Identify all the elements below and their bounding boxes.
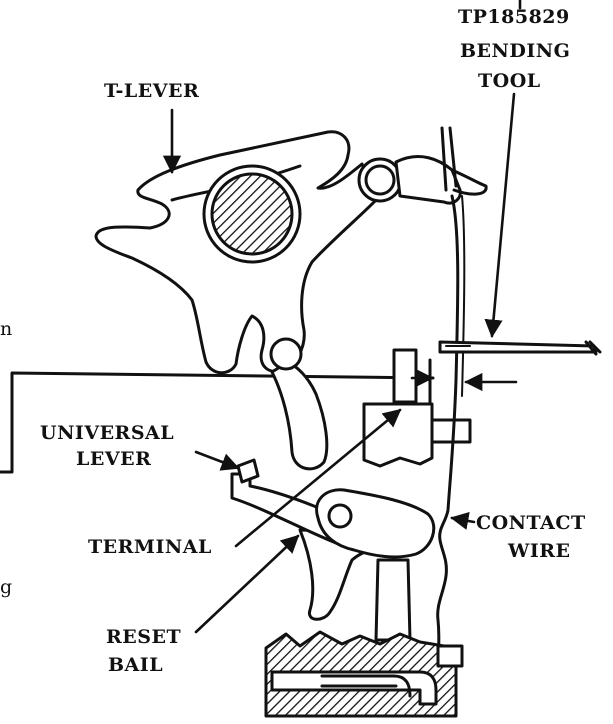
base-spring — [320, 674, 412, 698]
label-contact-wire-1: CONTACT — [476, 512, 586, 534]
left-bracket-line — [0, 371, 435, 474]
label-contact-wire-2: WIRE — [508, 540, 571, 562]
contact-wire — [434, 194, 460, 710]
link-pivot — [269, 337, 303, 371]
leader-reset-bail — [194, 534, 300, 634]
leader-bending-tool — [484, 92, 516, 338]
label-reset-bail-1: RESET — [106, 626, 182, 648]
terminal-tab — [430, 418, 472, 444]
universal-lever-stud — [236, 458, 260, 484]
label-tool-name-1: BENDING — [460, 40, 571, 62]
upper-prong — [440, 126, 458, 192]
link-arm — [270, 360, 329, 471]
label-universal-lever-2: LEVER — [76, 448, 152, 470]
leader-terminal — [234, 408, 402, 548]
margin-letter-n: n — [0, 318, 13, 340]
terminal-post — [392, 348, 418, 404]
label-universal-lever-1: UNIVERSAL — [40, 422, 175, 444]
t-lever-roller-inner — [364, 164, 396, 196]
terminal-block — [362, 402, 434, 468]
base-right-cap — [436, 644, 464, 668]
label-t-lever: T-LEVER — [104, 80, 200, 102]
leader-universal — [194, 450, 240, 471]
label-tool-code: TP185829 — [458, 6, 570, 28]
label-tool-name-2: TOOL — [478, 70, 541, 92]
leader-contact-wire — [450, 511, 476, 530]
label-terminal: TERMINAL — [88, 536, 212, 558]
base-slot — [270, 670, 438, 706]
reset-bail-pivot — [327, 503, 353, 529]
t-lever-hub — [202, 164, 302, 264]
upper-hook — [450, 168, 488, 196]
bending-tool-tip — [584, 340, 602, 356]
reset-bail-post — [374, 558, 412, 642]
contact-wire-outer — [461, 195, 466, 397]
label-reset-bail-2: BAIL — [108, 654, 164, 676]
margin-letter-g: g — [0, 576, 13, 598]
